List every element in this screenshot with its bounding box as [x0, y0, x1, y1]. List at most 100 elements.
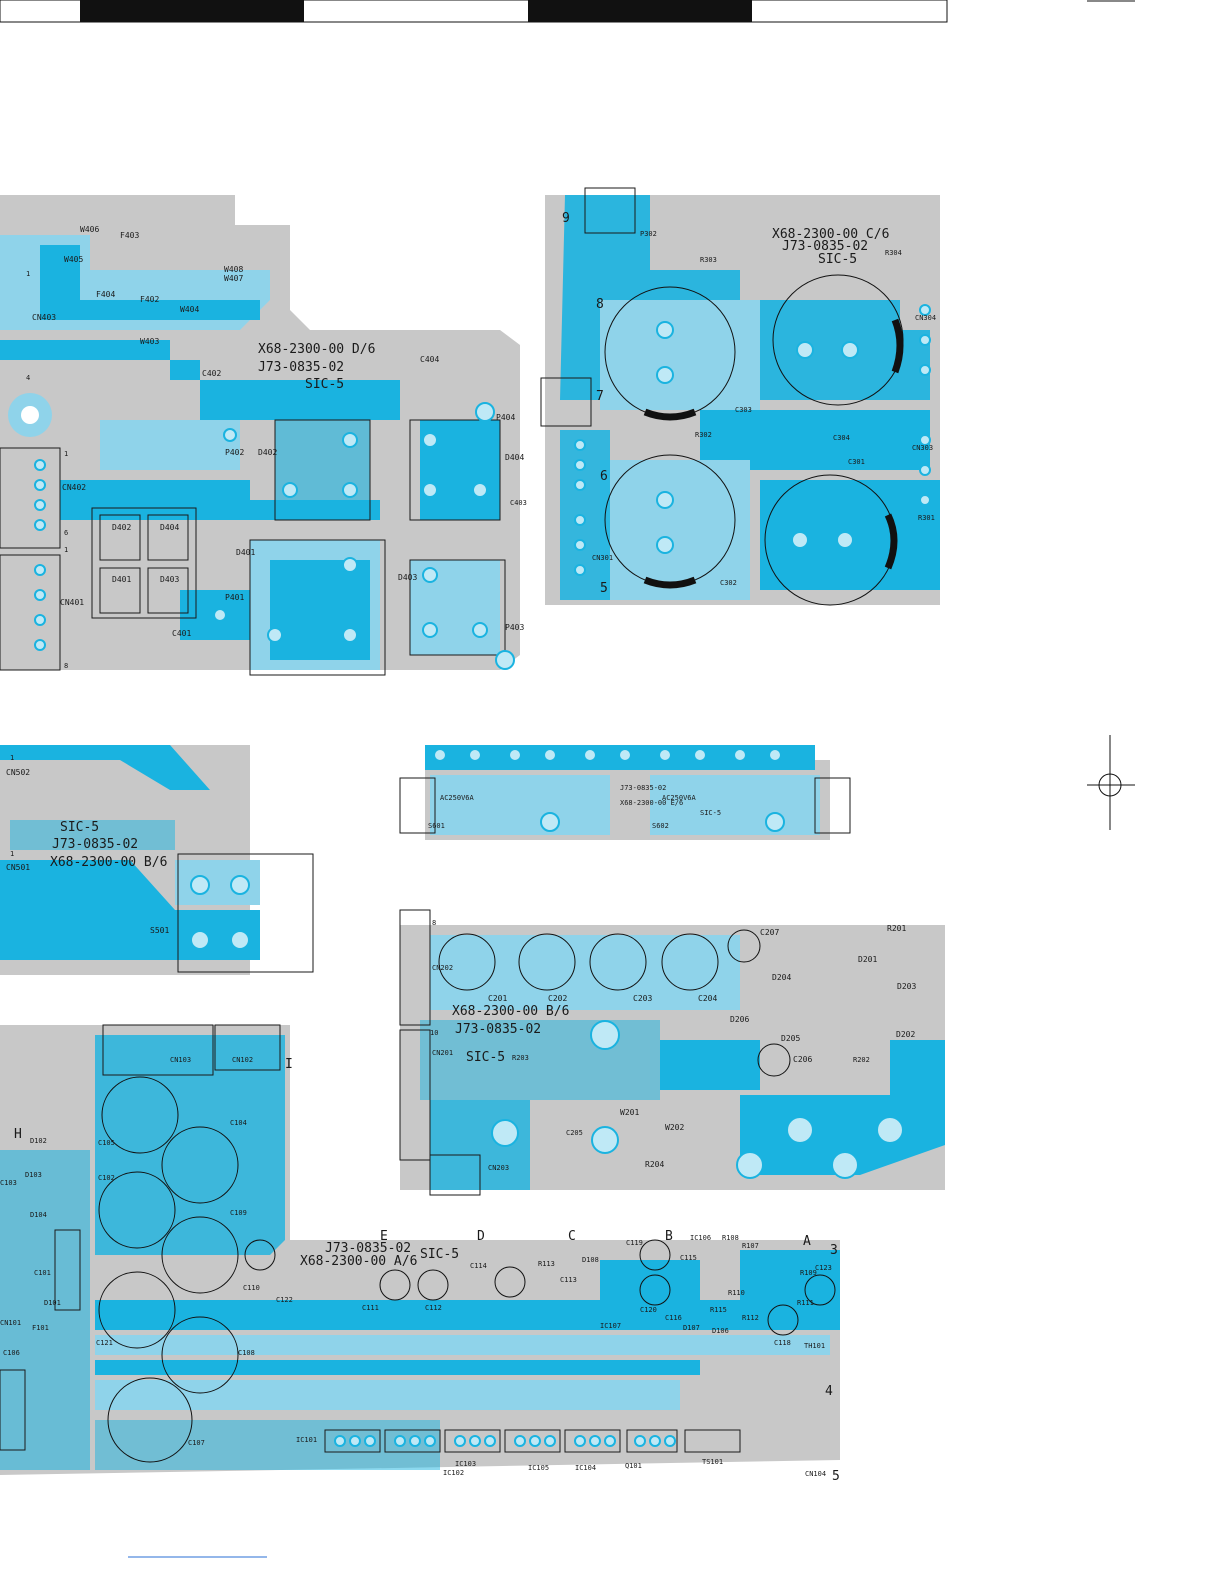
- ref-d104: D104: [30, 1211, 47, 1219]
- ref-c203: C203: [633, 994, 652, 1003]
- pin-mark: 6: [64, 529, 68, 537]
- pin-mark: 8: [596, 297, 604, 312]
- board-b-small-pcb-no: J73-0835-02: [52, 837, 138, 852]
- registration-mark: [1087, 735, 1135, 830]
- ref-r108: R108: [722, 1234, 739, 1242]
- ref-cn102: CN102: [232, 1056, 253, 1064]
- ref-d108: D108: [582, 1256, 599, 1264]
- ref-d106: D106: [712, 1327, 729, 1335]
- ref-p302: P302: [640, 230, 657, 238]
- pin-mark: 8: [64, 662, 68, 670]
- ref-c104: C104: [230, 1119, 247, 1127]
- ref-c102: C102: [98, 1174, 115, 1182]
- ref-c404: C404: [420, 355, 439, 364]
- ref-c402: C402: [202, 369, 221, 378]
- rating-2: AC250V6A: [662, 794, 697, 802]
- ref-ic105: IC105: [528, 1464, 549, 1472]
- board-d: X68-2300-00 D/6 J73-0835-02 SIC-5 W406 F…: [0, 195, 527, 676]
- board-a: X68-2300-00 A/6 J73-0835-02 SIC-5 CN103 …: [0, 1024, 840, 1484]
- board-a-pcb-no: J73-0835-02: [325, 1241, 411, 1256]
- board-c-cert: SIC-5: [818, 252, 857, 267]
- ref-cn304: CN304: [915, 314, 936, 322]
- ref-c302: C302: [720, 579, 737, 587]
- board-e: S601 S602 AC250V6A AC250V6A J73-0835-02 …: [399, 745, 851, 840]
- ref-c205: C205: [566, 1129, 583, 1137]
- ref-ic104: IC104: [575, 1464, 596, 1472]
- board-b: X68-2300-00 B/6 J73-0835-02 SIC-5 C207 R…: [399, 909, 945, 1196]
- ref-c301: C301: [848, 458, 865, 466]
- ref-p404: P404: [496, 413, 515, 422]
- ref-r113: R113: [538, 1260, 555, 1268]
- ref-cn303: CN303: [912, 444, 933, 452]
- pin-mark: 7: [596, 389, 604, 404]
- ref-d206: D206: [730, 1015, 749, 1024]
- ref-r115: R115: [710, 1306, 727, 1314]
- ref-cn403: CN403: [32, 313, 56, 322]
- ref-cn402: CN402: [62, 483, 86, 492]
- corner-mark: 3: [830, 1243, 838, 1258]
- ref-cn502: CN502: [6, 768, 30, 777]
- ref-c207: C207: [760, 928, 779, 937]
- ref-c108: C108: [238, 1349, 255, 1357]
- ref-c303: C303: [735, 406, 752, 414]
- ref-d401-b: D401: [112, 575, 131, 584]
- header-bar: [0, 0, 1135, 23]
- ref-d107: D107: [683, 1324, 700, 1332]
- pin-mark: 4: [26, 374, 30, 382]
- section-letter: I: [285, 1057, 293, 1072]
- ref-c107: C107: [188, 1439, 205, 1447]
- ref-w404: W404: [180, 305, 199, 314]
- board-b-small: X68-2300-00 B/6 J73-0835-02 SIC-5 CN502 …: [0, 745, 314, 975]
- board-e-pcb-no: J73-0835-02: [620, 784, 666, 792]
- board-c-pcb-no: J73-0835-02: [782, 239, 868, 254]
- ref-d205: D205: [781, 1034, 800, 1043]
- ref-d404-b: D404: [160, 523, 179, 532]
- ref-r204: R204: [645, 1160, 664, 1169]
- ref-ic107: IC107: [600, 1322, 621, 1330]
- ref-f404: F404: [96, 290, 115, 299]
- ref-ic101: IC101: [296, 1436, 317, 1444]
- ref-r203: R203: [512, 1054, 529, 1062]
- board-e-cert: SIC-5: [700, 809, 721, 817]
- ref-w403: W403: [140, 337, 159, 346]
- ref-r201: R201: [887, 924, 906, 933]
- ref-ts101: TS101: [702, 1458, 723, 1466]
- pin-mark: 10: [430, 1029, 438, 1037]
- pin-mark: 1: [10, 850, 14, 858]
- ref-f402: F402: [140, 295, 159, 304]
- board-b-cert: SIC-5: [466, 1050, 505, 1065]
- ref-cn501: CN501: [6, 863, 30, 872]
- ref-c110: C110: [243, 1284, 260, 1292]
- ref-r304: R304: [885, 249, 902, 257]
- ref-d203: D203: [897, 982, 916, 991]
- rating-1: AC250V6A: [440, 794, 475, 802]
- ref-c121: C121: [96, 1339, 113, 1347]
- ref-c101: C101: [34, 1269, 51, 1277]
- ref-r202: R202: [853, 1056, 870, 1064]
- ref-p403: P403: [505, 623, 524, 632]
- board-c-part-no: X68-2300-00 C/6: [772, 227, 889, 242]
- ref-w406: W406: [80, 225, 99, 234]
- ref-d101: D101: [44, 1299, 61, 1307]
- ref-w407: W407: [224, 274, 243, 283]
- corner-mark: 4: [825, 1384, 833, 1399]
- ref-r111: R111: [797, 1299, 814, 1307]
- board-b-small-cert: SIC-5: [60, 820, 99, 835]
- ref-d403-a: D403: [160, 575, 179, 584]
- ref-c304: C304: [833, 434, 850, 442]
- ref-r302: R302: [695, 431, 712, 439]
- pin-mark: 1: [10, 754, 14, 762]
- ref-d404-a: D404: [505, 453, 524, 462]
- pin-mark: 5: [600, 581, 608, 596]
- pin-mark: 9: [562, 211, 570, 226]
- ref-r301: R301: [918, 514, 935, 522]
- ref-p401: P401: [225, 593, 244, 602]
- ref-c103: C103: [0, 1179, 17, 1187]
- section-letter: B: [665, 1229, 673, 1244]
- ref-c401: C401: [172, 629, 191, 638]
- section-letter: A: [803, 1234, 811, 1249]
- ref-c115: C115: [680, 1254, 697, 1262]
- ref-cn104: CN104: [805, 1470, 826, 1478]
- pin-mark: 1: [64, 546, 68, 554]
